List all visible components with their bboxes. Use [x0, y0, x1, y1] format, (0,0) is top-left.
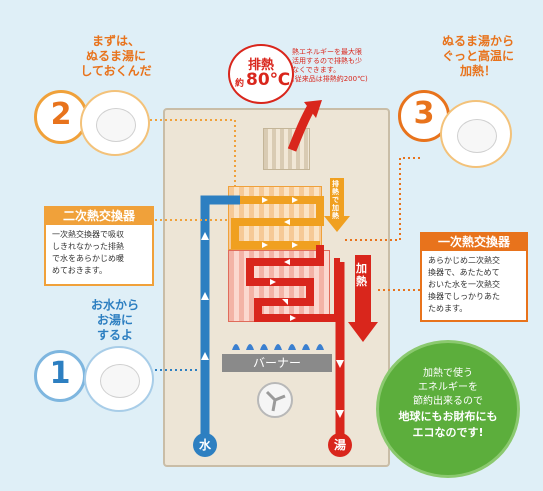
caption-line: するよ — [96, 328, 133, 342]
eco-bubble: 加熱で使う エネルギーを 節約出来るので 地球にもお財布にも エコなのです! — [376, 340, 520, 478]
bear-face-icon — [96, 108, 136, 142]
body-line: ためます。 — [428, 304, 468, 313]
step2-number: 2 — [34, 90, 88, 144]
step3-number: 3 — [398, 90, 450, 142]
bear-face-icon — [457, 119, 497, 153]
caption-line: お湯に — [96, 313, 133, 327]
caption-line: ぐっと高温に — [441, 49, 514, 63]
eco-line: 加熱で使う — [423, 368, 473, 379]
water-pipe-label: 水 — [193, 433, 217, 457]
primary-title: 一次熱交換器 — [422, 233, 526, 251]
connector-step2 — [105, 119, 236, 186]
primary-arrow-label: 加熱 — [356, 262, 367, 288]
step3-caption: ぬるま湯から ぐっと高温に 加熱！ — [425, 34, 531, 79]
eco-text: 加熱で使う エネルギーを 節約出来るので 地球にもお財布にも エコなのです! — [379, 367, 517, 441]
step1-bear-avatar — [84, 346, 154, 412]
burner-label: バーナー — [222, 354, 332, 372]
caption-line: 加熱！ — [459, 64, 496, 78]
step1-number: 1 — [34, 350, 86, 402]
caption-line: お水から — [90, 298, 139, 312]
caption-line: ぬるま湯から — [441, 34, 514, 48]
body-line: おいた水を一次熱交 — [428, 280, 500, 289]
exhaust-note: 熱エネルギーを最大限 活用するので排熱も少 なくできます。 (従来品は排熱約20… — [292, 48, 382, 84]
flow-arrows — [201, 197, 344, 418]
bear-face-icon — [100, 364, 140, 398]
body-line: しきれなかった排熱 — [52, 242, 124, 251]
exhaust-note-line: 熱エネルギーを最大限 — [292, 48, 362, 56]
secondary-title: 二次熱交換器 — [46, 207, 152, 225]
exhaust-temp: 80℃ — [246, 70, 291, 90]
eco-line: 節約出来るので — [413, 396, 483, 407]
caption-line: まずは、 — [91, 34, 140, 48]
exhaust-note-line: 活用するので排熱も少 — [292, 57, 362, 65]
eco-bold-line: エコなのです! — [412, 426, 484, 439]
secondary-arrow-label: 排熱で加熱 — [332, 180, 339, 220]
body-line: 換器で、あたためて — [428, 268, 500, 277]
exhaust-arrow — [287, 103, 316, 152]
step2-bear-avatar — [80, 90, 150, 156]
connector-step3 — [345, 157, 420, 241]
body-line: で水をあらかじめ暖 — [52, 254, 124, 263]
hot-pipe-label: 湯 — [328, 433, 352, 457]
primary-loop — [246, 245, 342, 322]
exhaust-note-line: なくできます。 — [292, 66, 341, 74]
exhaust-title: 排熱 — [247, 58, 274, 73]
secondary-body: 一次熱交換器で吸収 しきれなかった排熱 で水をあらかじめ暖 めておきます。 — [52, 229, 150, 277]
secondary-loop — [231, 196, 324, 249]
step2-caption: まずは、 ぬるま湯に しておくんだ — [66, 34, 166, 79]
primary-label-box: 一次熱交換器 あらかじめ二次熱交 換器で、あたためて おいた水を一次熱交 換器で… — [420, 232, 528, 322]
body-line: めておきます。 — [52, 266, 107, 275]
body-line: あらかじめ二次熱交 — [428, 256, 500, 265]
caption-line: ぬるま湯に — [85, 49, 146, 63]
eco-bold-line: 地球にもお財布にも — [398, 410, 498, 423]
caption-line: しておくんだ — [80, 64, 152, 78]
step3-bear-avatar — [440, 100, 512, 168]
exhaust-temp-prefix: 約 — [235, 79, 245, 89]
exhaust-badge: 排熱 約 80℃ — [228, 44, 294, 104]
primary-body: あらかじめ二次熱交 換器で、あたためて おいた水を一次熱交 換器でしっかりあた … — [428, 255, 524, 315]
exhaust-note-line: (従来品は排熱約200℃) — [292, 75, 368, 83]
body-line: 一次熱交換器で吸収 — [52, 230, 124, 239]
secondary-label-box: 二次熱交換器 一次熱交換器で吸収 しきれなかった排熱 で水をあらかじめ暖 めてお… — [44, 206, 154, 286]
eco-line: エネルギーを — [418, 382, 478, 393]
step1-caption: お水から お湯に するよ — [70, 298, 160, 343]
body-line: 換器でしっかりあた — [428, 292, 500, 301]
burner-flames — [232, 344, 324, 350]
